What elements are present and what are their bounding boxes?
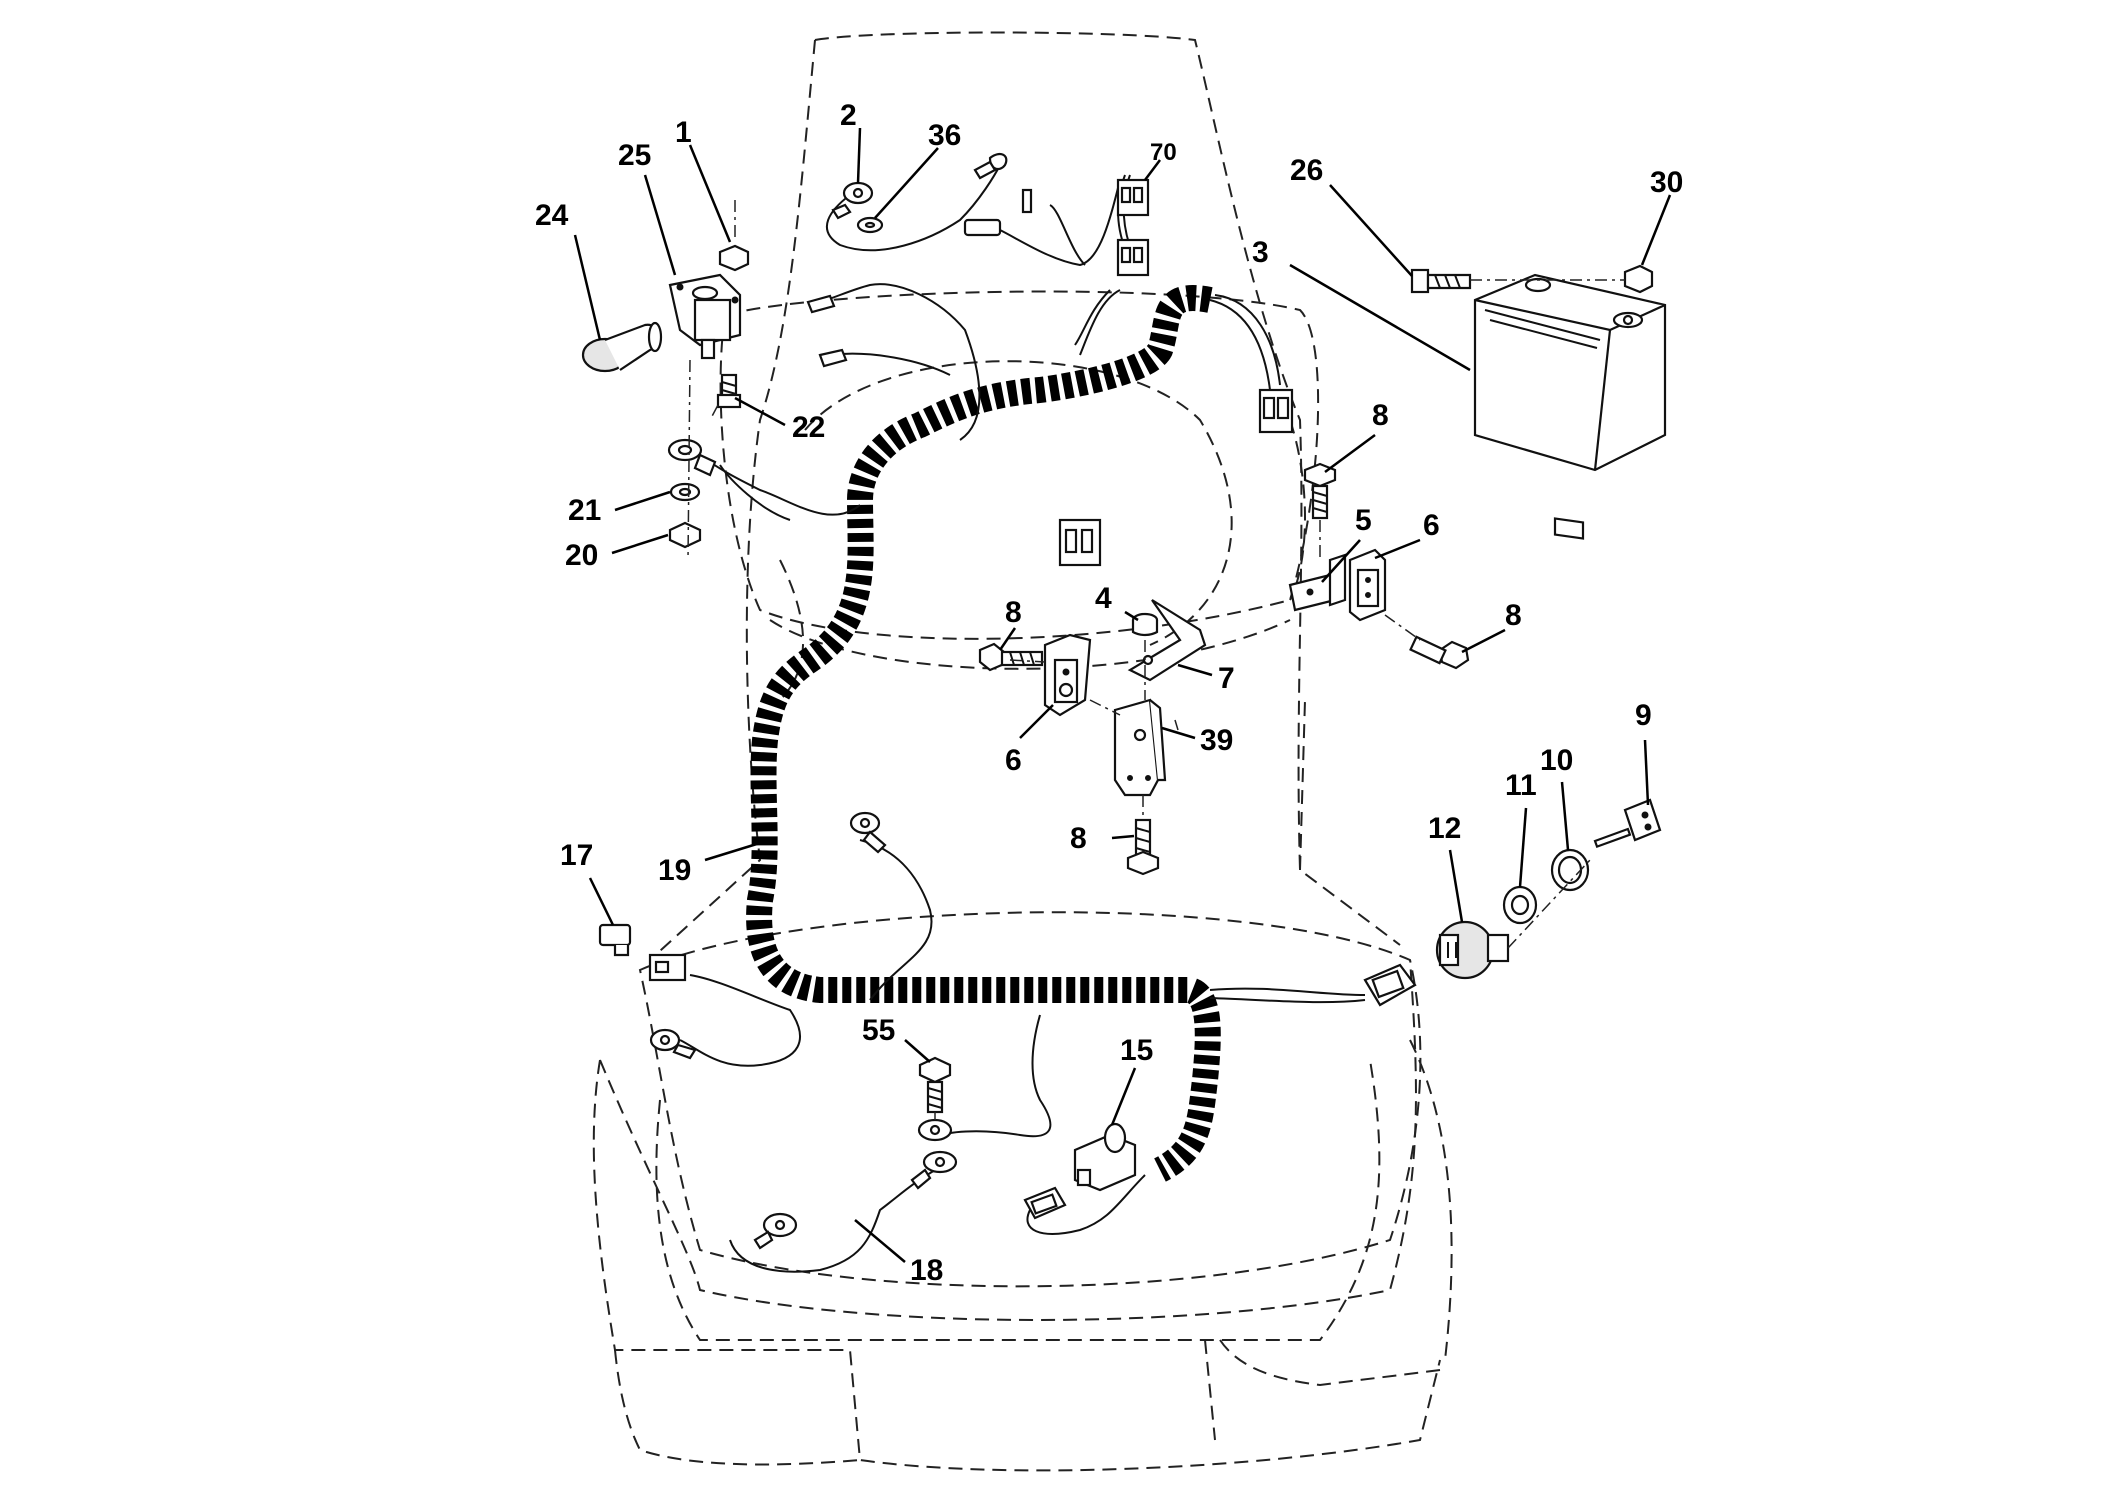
leader-lines [573, 127, 1672, 1263]
ignition-switch [1435, 920, 1510, 980]
callout-21: 21 [568, 494, 601, 527]
bolt-8-right [1409, 635, 1470, 670]
bracket-5 [1288, 553, 1347, 612]
ignition-plug [1363, 963, 1417, 1007]
callout-10: 10 [1540, 744, 1573, 777]
wire-terminals-upper [806, 188, 1033, 368]
fuse-holder [648, 953, 687, 982]
callout-19: 19 [658, 854, 691, 887]
callout-7: 7 [1218, 662, 1235, 695]
seat-switch [1073, 1122, 1137, 1192]
callout-18: 18 [910, 1254, 943, 1287]
harness-connector-center [1058, 518, 1102, 567]
bracket-7 [1127, 599, 1207, 682]
callout-55: 55 [862, 1014, 895, 1047]
bracket-39 [1113, 698, 1167, 797]
bolt [716, 373, 742, 409]
solenoid [668, 273, 742, 360]
coiled-wire-harness [746, 285, 1221, 1182]
callout-1: 1 [675, 116, 692, 149]
callout-9: 9 [1635, 699, 1652, 732]
callout-8-right: 8 [1505, 599, 1522, 632]
ring-terminal-left-lower [649, 1028, 697, 1060]
connector-70 [1116, 178, 1150, 277]
callout-3: 3 [1252, 236, 1269, 269]
switch-nut [1550, 848, 1590, 892]
callout-20: 20 [565, 539, 598, 572]
battery-nut [1623, 264, 1654, 294]
seat-switch-plug [1023, 1186, 1067, 1220]
switch-6-right [1348, 548, 1387, 622]
callout-2: 2 [840, 99, 857, 132]
callout-11: 11 [1505, 769, 1537, 802]
bolt-8-left [978, 642, 1044, 672]
wires [679, 164, 1366, 1273]
callout-4: 4 [1095, 582, 1112, 615]
tractor-outline [592, 31, 1453, 1472]
callout-24: 24 [535, 199, 569, 232]
callout-8-top: 8 [1372, 399, 1389, 432]
fuse [598, 923, 632, 957]
terminal-boot [581, 321, 663, 373]
ground-wire-18 [753, 1212, 798, 1250]
callout-30: 30 [1650, 166, 1683, 199]
ring-terminal-left-upper [849, 811, 887, 854]
callout-25: 25 [618, 139, 651, 172]
callout-6-right: 6 [1423, 509, 1440, 542]
battery [1473, 273, 1667, 540]
callout-39: 39 [1200, 724, 1233, 757]
harness-connector-right [1258, 388, 1294, 434]
ring-terminal-washer-stack [667, 438, 717, 549]
bolt-8-bottom [1126, 818, 1160, 876]
callout-26: 26 [1290, 154, 1323, 187]
callout-36: 36 [928, 119, 961, 152]
assembly-axes [687, 200, 1625, 1120]
callout-17: 17 [560, 839, 593, 872]
callout-8-left: 8 [1005, 596, 1022, 629]
ground-bolt-55 [910, 1056, 958, 1190]
callout-12: 12 [1428, 812, 1461, 845]
ignition-key [1593, 798, 1662, 849]
callout-labels: 1 2 36 70 25 24 26 30 3 22 8 21 5 6 20 8… [535, 99, 1683, 1287]
switch-washer [1502, 885, 1538, 925]
switch-6-center [1043, 633, 1092, 717]
callout-8-bottom: 8 [1070, 822, 1087, 855]
callout-15: 15 [1120, 1034, 1153, 1067]
ground-ring-terminal [831, 152, 1008, 234]
callout-22: 22 [792, 411, 825, 444]
callout-5: 5 [1355, 504, 1372, 537]
nut [718, 244, 750, 272]
callout-6-center: 6 [1005, 744, 1022, 777]
spacer-4 [1131, 612, 1159, 637]
battery-bolt [1410, 268, 1472, 294]
callout-70: 70 [1150, 139, 1177, 166]
bolt-8-top [1303, 462, 1337, 520]
